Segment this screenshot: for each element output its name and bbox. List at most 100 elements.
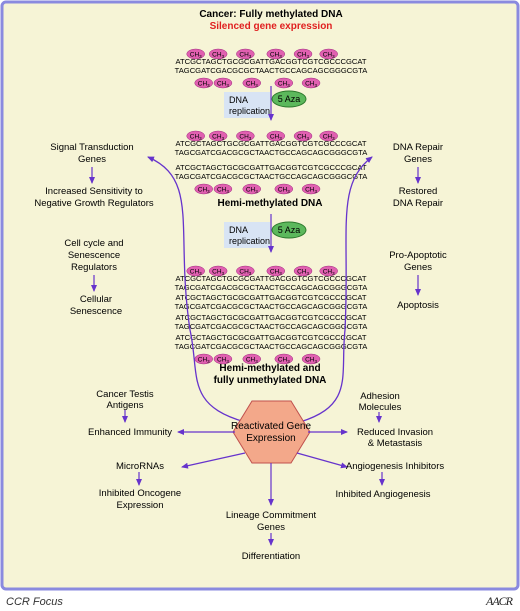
dna-hemi-1-methyl-top-5: CH3 <box>319 130 338 142</box>
reactivated-label-2: Expression <box>246 433 295 444</box>
dna-hemi-2-methyl-bottom-2: CH3 <box>242 183 262 195</box>
immunity-label: Enhanced Immunity <box>88 427 172 438</box>
dna-full-methyl-bottom-0: CH3 <box>194 77 213 89</box>
senescence-label: Cellular <box>80 294 112 305</box>
pro-apoptotic-label: Pro-Apoptotic <box>389 250 447 261</box>
dna-full-methyl-top-4: CH3 <box>293 48 313 60</box>
cta-label-2: Antigens <box>107 400 144 411</box>
pro-apoptotic-label-2: Genes <box>404 262 432 273</box>
dna-final-4-methyl-bottom-4: CH3 <box>301 353 321 365</box>
restored-label: Restored <box>399 186 438 197</box>
aacr-logo: AACR <box>486 594 513 608</box>
dna-final-4-methyl-bottom-3: CH3 <box>274 353 294 365</box>
dna-final-2-strand-top: ATCGCTAGCTGCGCGATTGACGGTCGTCGCCCGCAT <box>176 293 367 302</box>
replication-step-2: DNA replication 5 Aza <box>224 214 307 253</box>
svg-text:CH3: CH3 <box>246 357 258 365</box>
sensitivity-label: Increased Sensitivity to <box>45 186 143 197</box>
dna-final-1-methyl-top-2: CH3 <box>236 265 255 277</box>
svg-text:CH3: CH3 <box>212 52 224 60</box>
aza-badge-2 <box>271 221 307 239</box>
dna-final-3-strand-bottom: TAGCGATCGACGCGCTAACTGCCAGCAGCGGGCGTA <box>175 322 369 331</box>
angio-label: Inhibited Angiogenesis <box>335 489 430 500</box>
svg-text:CH3: CH3 <box>198 187 210 195</box>
dna-final-1-strand-bottom: TAGCGATCGACGCGCTAACTGCCAGCAGCGGGCGTA <box>175 283 369 292</box>
replication-label: DNA <box>229 95 248 105</box>
dna-hemi-1-methyl-top-4: CH3 <box>293 130 313 142</box>
replication-step-1: DNA replication 5 Aza <box>224 86 307 121</box>
svg-text:CH3: CH3 <box>198 81 210 89</box>
dna-full-methyl-top-5: CH3 <box>319 48 338 60</box>
adhesion-label-2: Molecules <box>359 402 402 413</box>
invasion-label-2: & Metastasis <box>368 438 423 449</box>
dna-final-4-methyl-bottom-1: CH3 <box>213 353 233 365</box>
lineage-label-2: Genes <box>257 522 285 533</box>
svg-text:CH3: CH3 <box>239 134 251 142</box>
microrna-label: MicroRNAs <box>116 461 164 472</box>
svg-text:CH3: CH3 <box>190 52 202 60</box>
dna-full-methyl-top-1: CH3 <box>208 48 228 60</box>
aza-badge <box>271 90 307 108</box>
dna-full-methyl-bottom-4: CH3 <box>301 77 321 89</box>
svg-text:CH3: CH3 <box>270 52 282 60</box>
dna-hemi-1-methyl-top-2: CH3 <box>236 130 255 142</box>
adhesion-label: Adhesion <box>360 391 400 402</box>
dna-hemi-2-methyl-bottom-3: CH3 <box>274 183 294 195</box>
dna-full-methyl-top-2: CH3 <box>236 48 255 60</box>
replication-box <box>224 92 270 118</box>
svg-text:CH3: CH3 <box>246 81 258 89</box>
svg-text:CH3: CH3 <box>305 357 317 365</box>
dna-hemi-2-methyl-bottom-0: CH3 <box>194 183 213 195</box>
cellcycle-label: Cell cycle and <box>64 238 123 249</box>
reactivated-label: Reactivated Gene <box>231 421 311 432</box>
dna-full-methyl-bottom-1: CH3 <box>213 77 233 89</box>
dna-full-methyl-top-0: CH3 <box>186 48 205 60</box>
cellcycle-label-3: Regulators <box>71 262 117 273</box>
svg-text:CH3: CH3 <box>198 357 210 365</box>
footer-bar <box>0 591 520 611</box>
svg-text:CH3: CH3 <box>212 134 224 142</box>
invasion-label: Reduced Invasion <box>357 427 433 438</box>
dna-hemi-2-strand-bottom: TAGCGATCGACGCGCTAACTGCCAGCAGCGGGCGTA <box>175 172 369 181</box>
dna-hemi-1-strand-top: ATCGCTAGCTGCGCGATTGACGGTCGTCGCCCGCAT <box>176 139 367 148</box>
dna-hemi-2-strand-top: ATCGCTAGCTGCGCGATTGACGGTCGTCGCCCGCAT <box>176 163 367 172</box>
signal-transduction-label: Signal Transduction <box>50 142 133 153</box>
dna-final-4-strand-bottom: TAGCGATCGACGCGCTAACTGCCAGCAGCGGGCGTA <box>175 342 369 351</box>
dna-full-methyl-bottom-2: CH3 <box>242 77 262 89</box>
cta-label: Cancer Testis <box>96 389 154 400</box>
senescence-label-2: Senescence <box>70 306 122 317</box>
dna-full-methyl-top-3: CH3 <box>266 48 286 60</box>
diagram-background <box>0 0 520 591</box>
svg-text:CH3: CH3 <box>278 357 290 365</box>
dna-final-1-methyl-top-5: CH3 <box>319 265 338 277</box>
svg-text:CH3: CH3 <box>297 269 309 277</box>
svg-text:CH3: CH3 <box>239 52 251 60</box>
dna-hemi-2-methyl-bottom-4: CH3 <box>301 183 321 195</box>
svg-text:CH3: CH3 <box>217 187 229 195</box>
dna-hemi-1-strand-bottom: TAGCGATCGACGCGCTAACTGCCAGCAGCGGGCGTA <box>175 148 369 157</box>
svg-text:CH3: CH3 <box>212 269 224 277</box>
aza-label-2: 5 Aza <box>278 225 301 235</box>
restored-label-2: DNA Repair <box>393 198 443 209</box>
dna-full-strand-bottom: TAGCGATCGACGCGCTAACTGCCAGCAGCGGGCGTA <box>175 66 369 75</box>
dna-final-1-methyl-top-1: CH3 <box>208 265 228 277</box>
svg-text:CH3: CH3 <box>239 269 251 277</box>
dna-final-4-methyl-bottom-2: CH3 <box>242 353 262 365</box>
dna-final-2-strand-bottom: TAGCGATCGACGCGCTAACTGCCAGCAGCGGGCGTA <box>175 302 369 311</box>
arrow-to-microrna <box>181 452 246 469</box>
signal-transduction-label-2: Genes <box>78 154 106 165</box>
dna-final-1-methyl-top-3: CH3 <box>266 265 286 277</box>
dna-repair-label-2: Genes <box>404 154 432 165</box>
dna-final-3-strand-top: ATCGCTAGCTGCGCGATTGACGGTCGTCGCCCGCAT <box>176 313 367 322</box>
svg-text:CH3: CH3 <box>270 134 282 142</box>
dna-full-methyl-bottom-3: CH3 <box>274 77 294 89</box>
title-fully-methylated: Cancer: Fully methylated DNA <box>199 9 342 20</box>
replication-label-4: replication <box>229 236 270 246</box>
hemi-methylated-label: Hemi-methylated DNA <box>217 198 322 209</box>
dna-final-1-methyl-top-0: CH3 <box>186 265 205 277</box>
footer-label: CCR Focus <box>6 596 63 608</box>
svg-text:CH3: CH3 <box>217 357 229 365</box>
svg-text:CH3: CH3 <box>190 134 202 142</box>
dna-final-4-methyl-bottom-0: CH3 <box>194 353 213 365</box>
subtitle-silenced: Silenced gene expression <box>210 21 333 32</box>
